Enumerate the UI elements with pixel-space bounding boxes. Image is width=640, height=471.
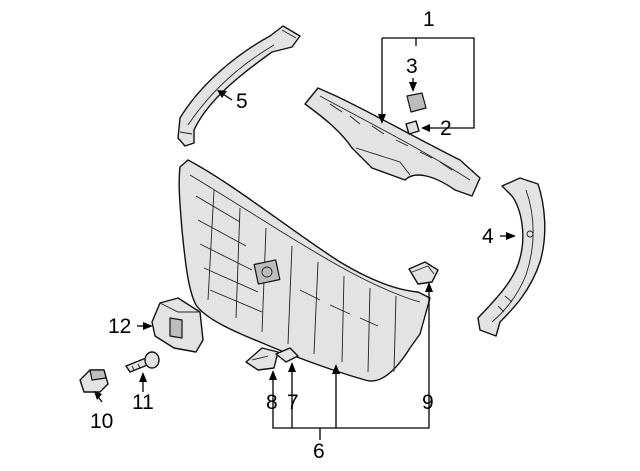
part-8-bracket	[245, 347, 279, 371]
callout-6: 6	[313, 440, 325, 463]
part-7-pad	[275, 347, 299, 363]
callout-12: 12	[108, 315, 131, 338]
callout-8: 8	[266, 391, 278, 414]
part-9-clip	[408, 261, 439, 285]
callout-10: 10	[90, 410, 113, 433]
callout-4: 4	[482, 225, 494, 248]
part-1-upper-panel	[304, 87, 481, 197]
callout-1: 1	[423, 8, 435, 31]
part-6-main-panel	[178, 159, 431, 382]
callout-11: 11	[132, 391, 154, 414]
part-10-cap	[79, 369, 109, 393]
callout-3: 3	[406, 55, 418, 78]
callout-9: 9	[422, 391, 434, 414]
part-5-upper-trim	[177, 25, 301, 147]
part-12-bracket	[151, 297, 204, 353]
callout-5: 5	[236, 90, 248, 113]
callout-labels: 1 3 2 5 4 12 8 7 9 11 10 6	[90, 8, 494, 463]
callout-2: 2	[440, 117, 452, 140]
part-4-side-trim	[477, 177, 546, 337]
part-11-push-pin	[125, 351, 160, 373]
callout-7: 7	[287, 391, 299, 414]
arrowheads	[94, 82, 516, 400]
part-2-pad	[405, 120, 420, 135]
part-3-clip	[406, 92, 427, 113]
